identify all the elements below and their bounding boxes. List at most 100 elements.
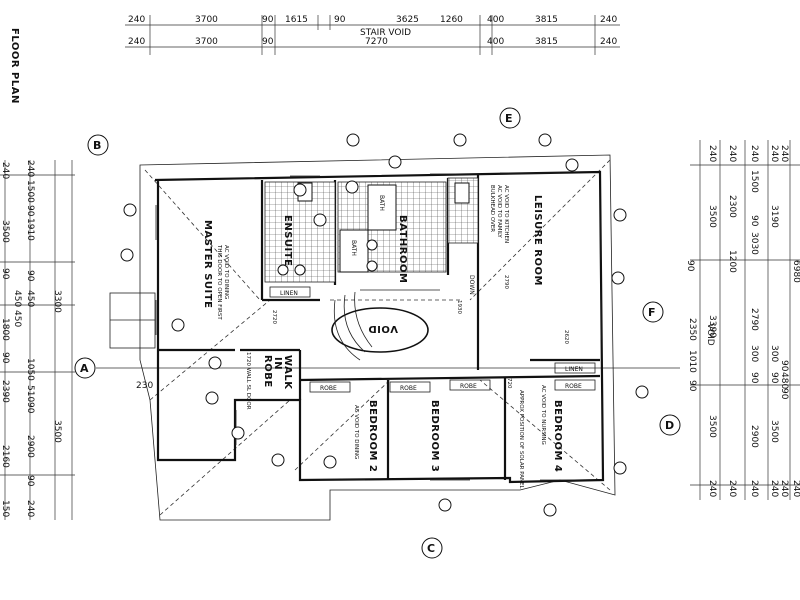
stair-void-label: STAIR VOID [360, 28, 411, 38]
svg-text:BATH: BATH [378, 195, 385, 211]
dim-text: 240 [749, 480, 759, 497]
dim-text: 240 [749, 145, 759, 162]
dim-text: 3300 [52, 290, 62, 313]
dim-text: 2300 [727, 195, 737, 218]
dim-text: 1615 [285, 15, 308, 25]
robe-label: ROBE [449, 379, 491, 391]
dim-text: 240 [128, 15, 145, 25]
svg-text:B: B [93, 139, 101, 152]
room-label-walk-in-robe: WALK IN ROBE [262, 355, 293, 390]
grid-marker-e: E [499, 107, 521, 129]
svg-text:BATH: BATH [350, 240, 357, 256]
dim-text: 3030 [749, 232, 759, 255]
svg-text:LINEN: LINEN [565, 366, 583, 373]
svg-text:D: D [665, 419, 674, 432]
dim-text: 90 [779, 388, 789, 400]
svg-text:ROBE: ROBE [262, 355, 273, 388]
robe-label: ROBE [309, 381, 351, 393]
dim-text: 1500 [749, 170, 759, 193]
note-text: 1720 WALL SL DOOR [245, 352, 251, 410]
dim-text: 240 [128, 37, 145, 47]
note-text: 720 [506, 378, 512, 389]
svg-text:E: E [505, 112, 513, 125]
svg-text:LINEN: LINEN [280, 290, 298, 297]
dim-text: 3500 [769, 420, 779, 443]
toilet-icon [454, 182, 470, 204]
svg-text:WALK: WALK [282, 355, 293, 390]
basin-icon [277, 264, 289, 276]
dim-text: 2790 [749, 308, 759, 331]
note-text: 2620 [563, 330, 569, 344]
dim-text: 230 [136, 381, 153, 391]
drawing-title: FLOOR PLAN [9, 28, 20, 104]
stair-void: VOID [331, 289, 440, 361]
dim-text: 90 [687, 380, 697, 392]
dim-text: 90 [749, 215, 759, 227]
dim-text: 90 [262, 37, 274, 47]
top-dimension-lines [125, 15, 620, 55]
dim-text: 3500 [707, 415, 717, 438]
right-dims-col-a: 240 3500 90 3390 3500 240 [685, 145, 717, 497]
note-text: BULKHEAD OVER [489, 185, 495, 232]
dim-text: 240 [0, 162, 10, 179]
dim-text: 240 [769, 480, 779, 497]
dim-text: 240 [600, 37, 617, 47]
dim-text: 90 [779, 360, 789, 372]
stair-down-label: DOWN [468, 275, 475, 295]
dim-text: 90 [769, 372, 779, 384]
linen-label: LINEN [269, 286, 311, 298]
svg-text:F: F [648, 306, 656, 319]
dim-text: 240 [600, 15, 617, 25]
room-label-bathroom: BATHROOM [397, 215, 408, 283]
dim-text: 1260 [440, 15, 463, 25]
note-text: AC VOID TO NURSING [540, 385, 546, 445]
grid-marker-a: A [74, 357, 96, 379]
svg-text:C: C [427, 542, 435, 555]
grid-marker-c: C [421, 537, 443, 559]
dim-text: 240 [25, 500, 35, 517]
bath-fixture: BATH [339, 229, 369, 273]
right-dims-col-c: 240 1500 90 3030 2790 300 90 2900 240 [749, 145, 759, 497]
linen-label: LINEN [554, 362, 596, 374]
room-label-master-suite: MASTER SUITE [202, 220, 213, 308]
dim-text: 480 [779, 372, 789, 389]
dim-text: 240 [707, 480, 717, 497]
dim-text: 3500 [0, 220, 10, 243]
dim-text: 240 [779, 480, 789, 497]
dim-text: 150 [0, 500, 10, 517]
dim-text: 400 [487, 37, 504, 47]
note-text: AC VOID TO DINING [353, 405, 359, 459]
dim-text: 3700 [195, 37, 218, 47]
right-dimension-lines [690, 140, 800, 500]
svg-text:ROBE: ROBE [320, 385, 337, 392]
robe-label: ROBE [389, 381, 431, 393]
right-dims-col-b: 240 2300 1200 2350 1010 90 240 [687, 145, 737, 497]
dim-text: 90 [334, 15, 346, 25]
left-dims-col-a: 240 3500 90 1800 90 2390 2160 150 [0, 162, 10, 517]
robe-label: ROBE [554, 379, 596, 391]
dim-text: 3625 [396, 15, 419, 25]
exterior-walls [154, 170, 605, 484]
dim-text: 6980 [791, 260, 800, 283]
dim-text: 240 [791, 480, 800, 497]
dim-text: 240 [707, 145, 717, 162]
dim-text: 240 [727, 145, 737, 162]
dim-text: VOID [705, 323, 715, 346]
window-tags [120, 133, 649, 517]
dim-text: 400 [487, 15, 504, 25]
dim-text: 240 [779, 145, 789, 162]
dim-text: 450 [25, 290, 35, 307]
room-label-bedroom-2: BEDROOM 2 [367, 400, 378, 472]
dim-text: 1200 [727, 250, 737, 273]
dim-text: 1800 [0, 318, 10, 341]
room-label-bedroom-3: BEDROOM 3 [429, 400, 440, 472]
dim-text: 2390 [0, 380, 10, 403]
dim-text: 2900 [25, 435, 35, 458]
dim-text: 300 [769, 345, 779, 362]
dim-text: 90 [25, 270, 35, 282]
svg-text:ROBE: ROBE [565, 383, 582, 390]
dim-text: 90 [25, 402, 35, 414]
note-text: 1930 [456, 300, 462, 314]
dim-text: 90 [25, 205, 35, 217]
dim-text: 510 [25, 385, 35, 402]
